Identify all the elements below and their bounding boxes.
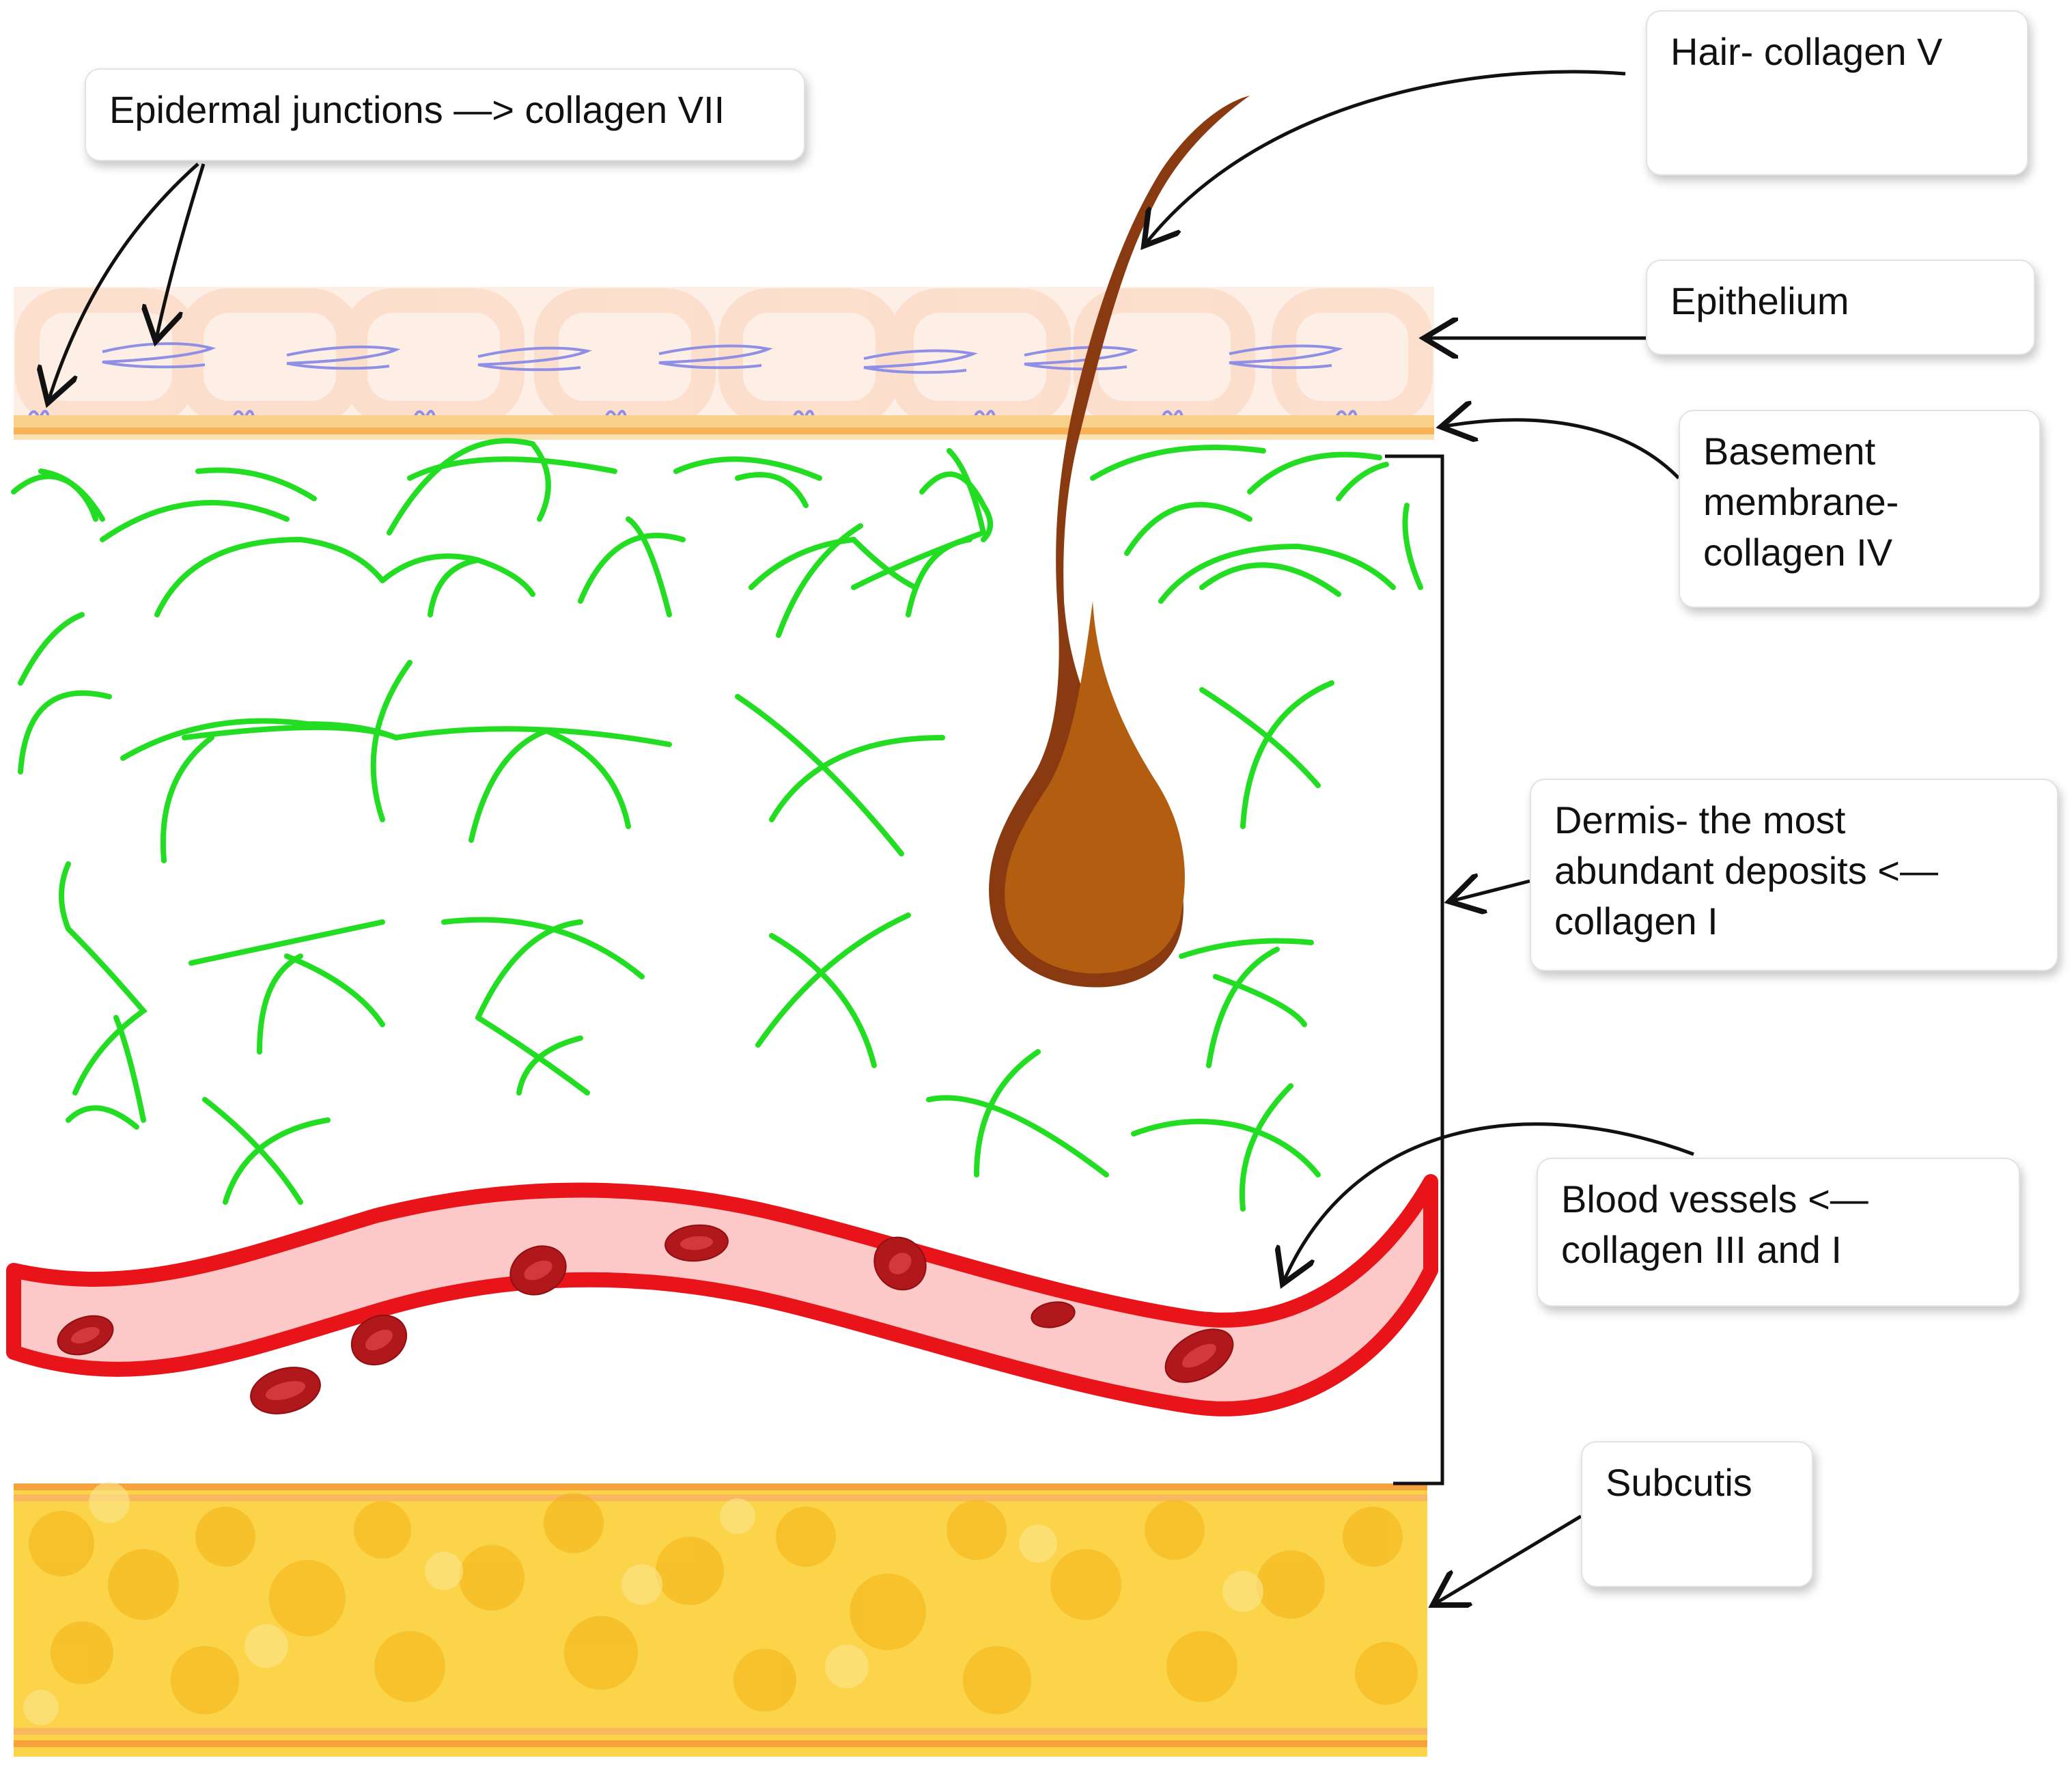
label-basement-membrane-line-1: Basement <box>1703 430 1876 473</box>
label-epithelium: Epithelium <box>1646 260 2035 355</box>
label-blood-vessels-line-2: collagen III and I <box>1561 1228 1842 1271</box>
label-basement-membrane: Basement membrane- collagen IV <box>1679 410 2041 608</box>
label-basement-membrane-line-3: collagen IV <box>1703 531 1893 574</box>
blood-vessel <box>6 1174 1438 1417</box>
annotation-arrows <box>48 70 1694 1605</box>
label-blood-vessels-line-1: Blood vessels <— <box>1561 1177 1868 1221</box>
label-blood-vessels: Blood vessels <— collagen III and I <box>1537 1158 2020 1307</box>
label-dermis-line-3: collagen I <box>1554 900 1718 943</box>
subcutis-layer <box>14 1482 1427 1757</box>
hair-follicle <box>989 96 1250 988</box>
label-subcutis-line-1: Subcutis <box>1606 1461 1752 1504</box>
dermis-bracket <box>1385 454 1444 1486</box>
label-hair-line-1: Hair- collagen V <box>1670 30 1943 73</box>
arrow-junctions-2 <box>156 163 206 341</box>
arrow-hair <box>1144 70 1626 246</box>
label-dermis-line-2: abundant deposits <— <box>1554 849 1938 892</box>
label-epithelium-line-1: Epithelium <box>1670 279 1849 322</box>
label-dermis: Dermis- the most abundant deposits <— co… <box>1530 779 2058 971</box>
label-epidermal-junctions-line-1: Epidermal junctions —> collagen VII <box>109 88 725 131</box>
basement-membrane-layer <box>14 415 1434 440</box>
arrow-dermis <box>1449 881 1530 902</box>
label-epidermal-junctions: Epidermal junctions —> collagen VII <box>85 68 805 161</box>
label-hair: Hair- collagen V <box>1646 10 2028 176</box>
label-basement-membrane-line-2: membrane- <box>1703 480 1899 523</box>
arrow-junctions-1 <box>48 163 199 403</box>
collagen-fibers <box>11 438 1423 1212</box>
arrow-blood-vessels <box>1283 1122 1694 1284</box>
arrow-basement <box>1441 420 1680 479</box>
label-subcutis: Subcutis <box>1581 1441 1813 1587</box>
label-dermis-line-1: Dermis- the most <box>1554 798 1846 841</box>
arrow-subcutis <box>1433 1514 1582 1605</box>
